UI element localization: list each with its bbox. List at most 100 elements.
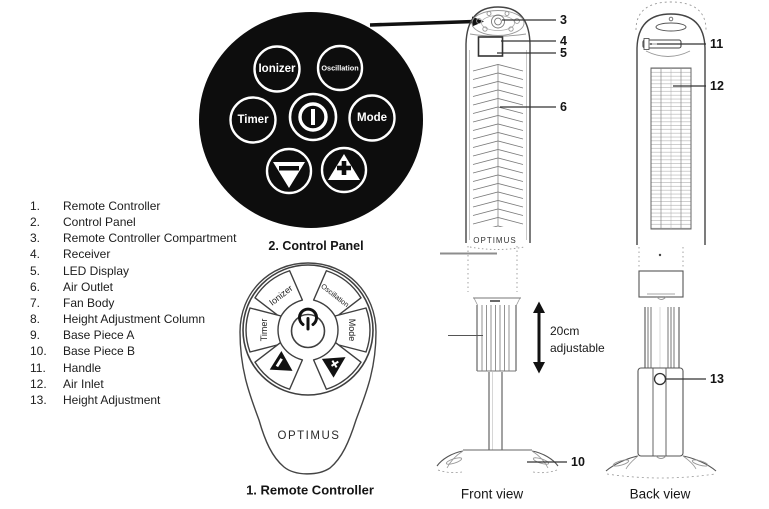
back-handle <box>642 38 691 57</box>
control-panel-callout-line <box>369 16 484 27</box>
part-label: LED Display <box>63 263 130 278</box>
cp-mode-button: Mode <box>348 94 396 142</box>
triangle-down-minus-icon <box>273 162 305 188</box>
part-number: 6. <box>30 279 41 294</box>
callout-10: 10 <box>571 455 585 469</box>
remote-body <box>239 262 377 475</box>
parts-list-item: 12.Air Inlet <box>30 376 236 392</box>
cp-timer-button: Timer <box>229 96 277 144</box>
remote-oscillation-button: Oscillation <box>312 270 362 319</box>
parts-list-item: 6. Air Outlet <box>30 279 236 295</box>
cp-ionizer-label: Ionizer <box>258 63 296 75</box>
remote-power-button <box>290 307 326 349</box>
part-number: 2. <box>30 215 41 230</box>
triangle-up-plus-icon <box>321 357 346 378</box>
part-label: Height Adjustment Column <box>63 312 206 327</box>
part-number: 7. <box>30 295 41 310</box>
triangle-down-minus-icon <box>269 350 293 371</box>
parts-list-item: 7. Fan Body <box>30 295 236 311</box>
adjustment-note-line2: adjustable <box>550 341 605 355</box>
cp-timer-label: Timer <box>237 114 269 126</box>
front-view-caption: Front view <box>461 487 524 502</box>
back-tower-body <box>636 13 706 245</box>
part-number: 10. <box>30 344 47 359</box>
back-pole <box>637 367 684 457</box>
part-label: Base Piece B <box>63 344 136 359</box>
power-icon <box>298 307 318 331</box>
callout-5: 5 <box>560 46 567 60</box>
front-pole <box>488 372 503 450</box>
control-panel-detail: Ionizer Oscillation Timer Mode <box>199 12 423 253</box>
part-label: Air Inlet <box>63 376 104 391</box>
callout-11: 11 <box>710 37 723 51</box>
part-number: 13. <box>30 392 47 407</box>
part-number: 1. <box>30 199 41 213</box>
part-label: Remote Controller <box>63 199 161 213</box>
part-label: Handle <box>63 360 102 375</box>
front-view-drawing: OPTIMUS <box>436 6 605 502</box>
adjustable-range-arrow <box>533 301 545 374</box>
back-compartment <box>638 270 684 298</box>
cp-ionizer-button: Ionizer <box>253 45 301 93</box>
parts-list-item: 4.Receiver <box>30 246 236 262</box>
parts-list-item: 13. Height Adjustment <box>30 392 236 408</box>
callout-3: 3 <box>560 13 567 27</box>
remote-timer-label: Timer <box>259 319 269 342</box>
back-height-adjustment-knob <box>653 372 667 386</box>
parts-list-item: 8. Height Adjustment Column <box>30 311 236 327</box>
remote-mode-label: Mode <box>347 319 357 342</box>
cp-speed-down-button <box>265 147 313 195</box>
parts-list-item: 3. Remote Controller Compartment <box>30 230 236 246</box>
parts-list: 1. Remote Controller 2. Control Panel 3. Re… <box>30 198 236 408</box>
callout-4: 4 <box>560 34 567 48</box>
front-tower-bottom-dotted <box>440 246 525 292</box>
back-top-dotted-outline <box>635 1 707 31</box>
callout-12: 12 <box>710 79 724 93</box>
front-air-outlet-vents <box>472 63 524 227</box>
callout-6: 6 <box>560 100 567 114</box>
part-number: 5. <box>30 263 41 278</box>
back-top-slot <box>655 22 687 32</box>
part-number: 11. <box>30 360 46 375</box>
part-label: Remote Controller Compartment <box>63 231 237 246</box>
remote-caption: 1. Remote Controller <box>246 483 374 498</box>
callout-13: 13 <box>710 372 724 386</box>
front-top-control-area <box>469 10 527 37</box>
front-callouts: 3 4 5 6 10 <box>497 13 585 469</box>
power-icon <box>298 102 328 132</box>
parts-list-item: 11. Handle <box>30 360 236 376</box>
cp-oscillation-button: Oscillation <box>316 44 364 92</box>
front-height-adjustment-column <box>448 297 521 372</box>
part-label: Air Outlet <box>63 279 114 294</box>
remote-timer-button: Timer <box>245 307 282 353</box>
back-view-drawing: 11 12 13 Back view <box>605 1 724 502</box>
back-air-inlet-grid <box>650 67 692 230</box>
part-label: Base Piece A <box>63 328 135 343</box>
part-number: 9. <box>30 328 41 343</box>
part-number: 8. <box>30 312 41 327</box>
part-label: Receiver <box>63 247 111 262</box>
remote-ionizer-button: Ionizer <box>254 270 304 319</box>
back-view-caption: Back view <box>630 487 691 502</box>
part-number: 3. <box>30 231 41 246</box>
front-led-display <box>477 36 504 57</box>
back-height-adjustment-column <box>644 307 680 368</box>
adjustment-note-line1: 20cm <box>550 324 579 338</box>
cp-power-button <box>288 92 338 142</box>
part-label: Control Panel <box>63 215 136 230</box>
parts-list-item: 5. LED Display <box>30 263 236 279</box>
back-callouts: 11 12 13 <box>657 37 724 386</box>
parts-list-item: 9. Base Piece A <box>30 327 236 343</box>
parts-list-item: 10. Base Piece B <box>30 343 236 359</box>
triangle-up-plus-icon <box>328 154 360 180</box>
front-base <box>436 449 559 474</box>
part-label: Fan Body <box>63 295 115 310</box>
control-panel-caption: 2. Control Panel <box>268 239 363 253</box>
cp-speed-up-button <box>320 146 368 194</box>
parts-list-item: 2. Control Panel <box>30 214 236 230</box>
front-brand-text: OPTIMUS <box>473 236 516 245</box>
remote-brand-text: OPTIMUS <box>278 430 341 442</box>
cp-oscillation-label: Oscillation <box>321 64 358 73</box>
part-label: Height Adjustment <box>63 392 161 407</box>
